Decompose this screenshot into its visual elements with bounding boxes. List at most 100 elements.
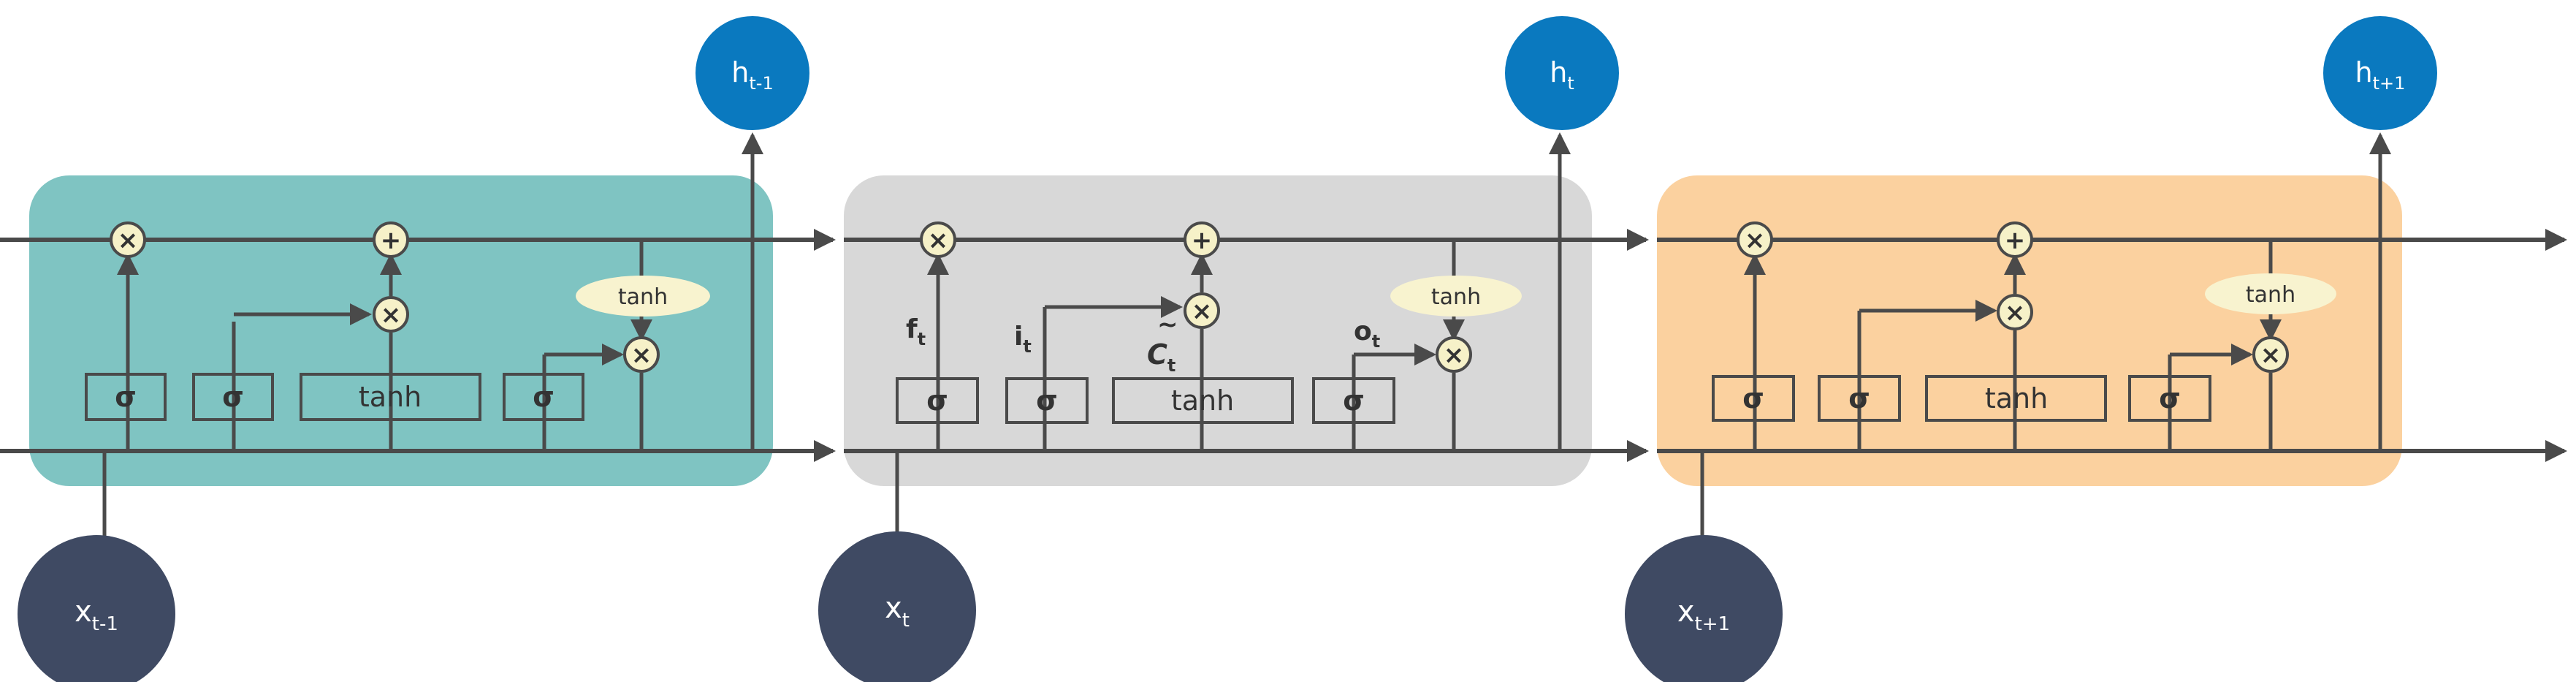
- output-gate-sigma: σ: [533, 381, 555, 413]
- output-gate-box: [1312, 377, 1395, 424]
- input-gate-sigma: σ: [1848, 382, 1870, 414]
- forget-multiply-op: [920, 221, 956, 258]
- output-multiply-symbol: ×: [631, 341, 652, 370]
- input-prev-sub: t-1: [92, 613, 118, 635]
- forget-annotation-base: f: [906, 314, 918, 344]
- forget-gate-sigma: σ: [115, 381, 137, 413]
- output-tanh-label: tanh: [2246, 282, 2295, 308]
- hidden-curr-base: h: [1550, 56, 1567, 88]
- gates-curr: σ σ tanh σ tanh × + × × ft it ~ Ct ot: [896, 221, 1522, 424]
- output-gate-sigma: σ: [1343, 384, 1365, 417]
- input-multiply-op: [1997, 294, 2033, 330]
- output-annotation-sub: t: [1372, 331, 1380, 352]
- input-node-next-label: xt+1: [1677, 595, 1730, 635]
- cell-curr-background: [844, 175, 1592, 486]
- output-multiply-op: [2252, 336, 2289, 373]
- output-gate-annotation: ot: [1354, 317, 1380, 352]
- hidden-curr-sub: t: [1567, 73, 1574, 94]
- cell-add-op: [373, 221, 409, 258]
- hidden-node-next-label: ht+1: [2355, 56, 2406, 94]
- output-multiply-symbol: ×: [1444, 341, 1465, 370]
- cell-prev: [102, 132, 763, 567]
- forget-multiply-symbol: ×: [118, 226, 139, 255]
- cell-curr: [895, 132, 1571, 567]
- forget-gate-sigma: σ: [1742, 382, 1764, 414]
- hidden-node-curr: [1505, 16, 1619, 130]
- cell-next: [1700, 132, 2391, 567]
- gates-next: σ σ tanh σ tanh × + × ×: [1712, 221, 2336, 422]
- forget-gate-box: [85, 373, 167, 421]
- output-gate-sigma: σ: [2159, 382, 2181, 414]
- candidate-annotation: Ct: [1147, 338, 1175, 376]
- output-tanh-pill: [2205, 273, 2336, 314]
- input-multiply-op: [373, 296, 409, 333]
- input-node-prev-label: xt-1: [75, 595, 118, 635]
- input-curr-sub: t: [902, 610, 910, 632]
- output-multiply-op: [1436, 336, 1472, 373]
- forget-gate-box: [896, 377, 979, 424]
- forget-gate-sigma: σ: [926, 384, 948, 417]
- input-node-prev: [18, 535, 175, 682]
- output-multiply-symbol: ×: [2260, 341, 2282, 370]
- candidate-tanh-box: [1112, 377, 1294, 424]
- input-gate-annotation: it: [1014, 322, 1032, 357]
- input-multiply-symbol: ×: [381, 300, 402, 330]
- input-gate-sigma: σ: [1036, 384, 1058, 417]
- input-prev-base: x: [75, 595, 92, 629]
- input-gate-box: [192, 373, 274, 421]
- cell-prev-background: [29, 175, 773, 486]
- output-tanh-pill: [1390, 276, 1522, 317]
- candidate-tanh-box: [1925, 375, 2107, 422]
- hidden-prev-base: h: [731, 56, 749, 88]
- cell-next-background: [1657, 175, 2402, 486]
- forget-multiply-op: [1737, 221, 1773, 258]
- forget-multiply-symbol: ×: [1745, 226, 1766, 255]
- forget-gate-box: [1712, 375, 1795, 422]
- cell-add-symbol: +: [2005, 226, 2026, 255]
- hidden-next-sub: t+1: [2373, 73, 2406, 94]
- output-gate-box: [2128, 375, 2211, 422]
- hidden-node-prev: [696, 16, 809, 130]
- forget-multiply-symbol: ×: [928, 226, 949, 255]
- input-next-sub: t+1: [1695, 613, 1731, 635]
- candidate-annotation-sub: t: [1167, 355, 1175, 376]
- cell-add-op: [1997, 221, 2033, 258]
- forget-multiply-op: [110, 221, 146, 258]
- input-curr-base: x: [885, 591, 902, 625]
- cell-add-op: [1184, 221, 1220, 258]
- input-gate-box: [1818, 375, 1901, 422]
- output-annotation-base: o: [1354, 317, 1372, 346]
- forget-annotation-sub: t: [918, 329, 926, 349]
- input-node-curr: [818, 531, 976, 682]
- candidate-tanh-label: tanh: [359, 381, 422, 413]
- forget-annotation: ft: [906, 314, 926, 349]
- input-node-curr-label: xt: [885, 591, 910, 632]
- input-multiply-symbol: ×: [2005, 298, 2026, 327]
- hidden-next-base: h: [2355, 56, 2373, 88]
- hidden-node-next: [2323, 16, 2437, 130]
- output-tanh-label: tanh: [618, 284, 668, 310]
- input-node-next: [1625, 535, 1783, 682]
- input-multiply-op: [1184, 292, 1220, 329]
- input-gate-sigma: σ: [222, 381, 244, 413]
- output-tanh-label: tanh: [1431, 284, 1481, 310]
- input-multiply-symbol: ×: [1192, 297, 1213, 326]
- candidate-mark: ~: [1157, 310, 1178, 339]
- hidden-node-prev-label: ht-1: [731, 56, 773, 94]
- candidate-annotation-base: C: [1147, 338, 1167, 371]
- input-next-base: x: [1677, 595, 1695, 629]
- candidate-tanh-label: tanh: [1985, 382, 2048, 414]
- candidate-tanh-box: [300, 373, 481, 421]
- candidate-tanh-label: tanh: [1171, 384, 1234, 417]
- hidden-node-curr-label: ht: [1550, 56, 1574, 94]
- output-gate-box: [503, 373, 584, 421]
- input-annotation-sub: t: [1023, 336, 1031, 357]
- gates-prev: σ σ tanh σ tanh × + × ×: [85, 221, 710, 421]
- cell-add-symbol: +: [381, 226, 402, 255]
- output-tanh-pill: [576, 276, 710, 317]
- output-multiply-op: [623, 336, 660, 373]
- input-annotation-base: i: [1014, 322, 1023, 352]
- input-gate-box: [1005, 377, 1089, 424]
- cell-add-symbol: +: [1192, 226, 1213, 255]
